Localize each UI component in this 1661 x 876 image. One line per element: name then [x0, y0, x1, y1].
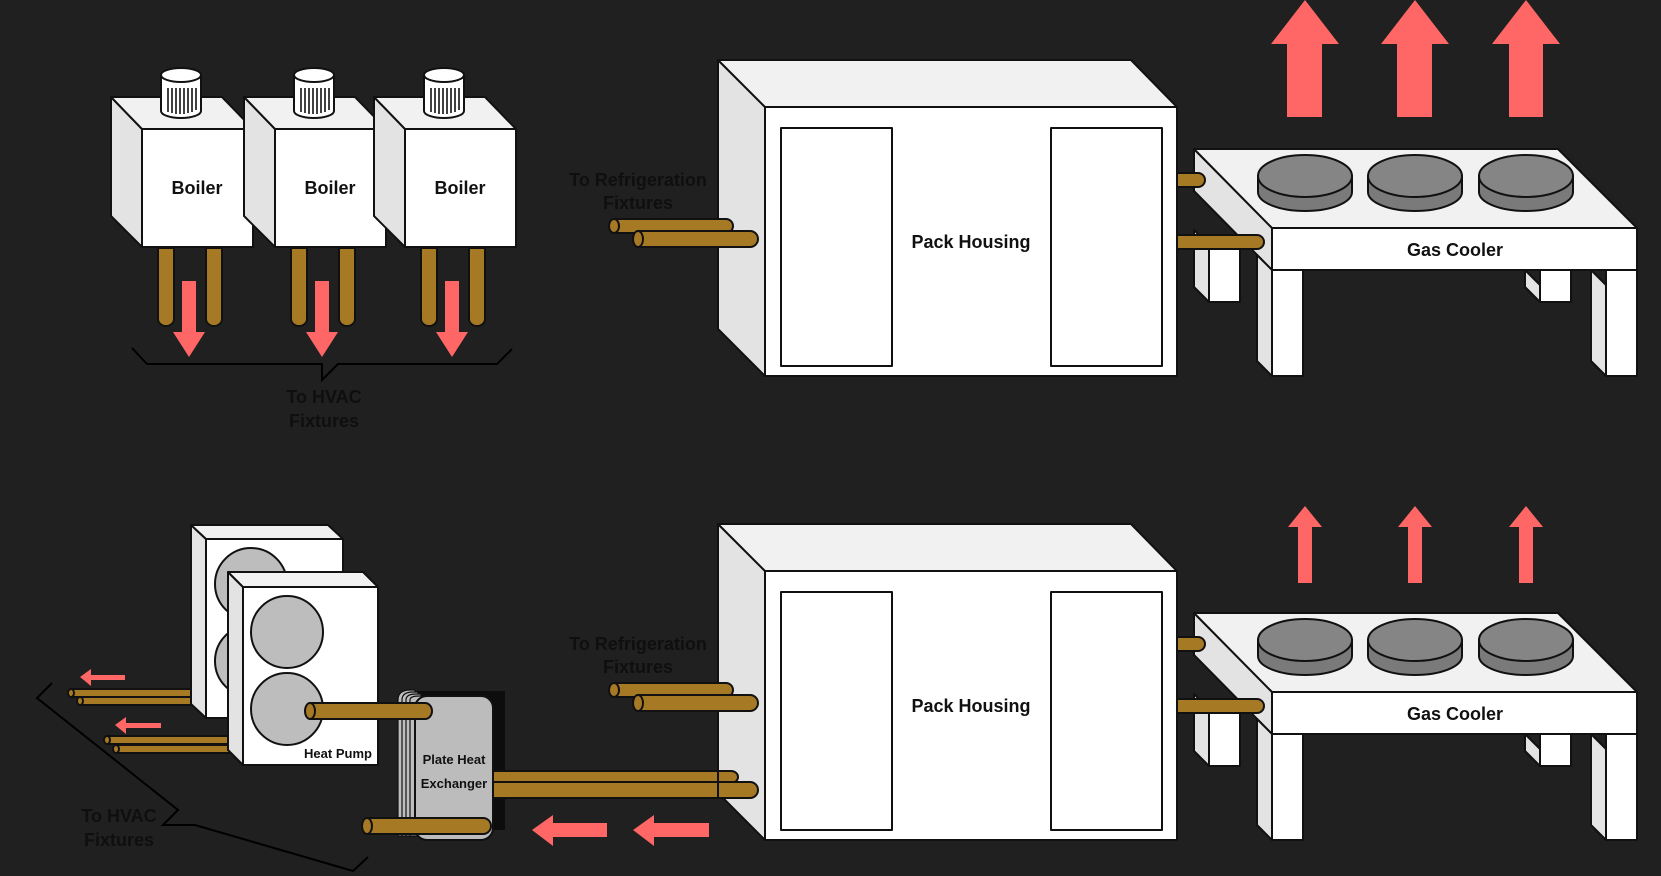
fan-icon — [250, 595, 324, 669]
pack-panel-left — [780, 591, 893, 831]
hvac-brace — [35, 682, 369, 873]
arrow-down-icon — [306, 281, 338, 357]
pack-panel-right — [1050, 127, 1163, 367]
gas-cooler-label: Gas Cooler — [1407, 240, 1503, 260]
arrow-up-icon — [1271, 0, 1339, 117]
plate-heat-exchanger: Plate Heat Exchanger — [397, 689, 505, 841]
boiler-pipe — [205, 247, 223, 327]
pack-housing-bottom: Pack Housing — [717, 523, 1178, 841]
heat-pump-label: Heat Pump — [304, 746, 372, 761]
boiler-label: Boiler — [304, 178, 355, 198]
hvac-label: Fixtures — [84, 830, 154, 850]
arrow-down-icon — [173, 281, 205, 357]
arrow-left-icon — [633, 815, 709, 846]
fan-icon — [1257, 618, 1353, 676]
arrow-up-icon — [1492, 0, 1560, 117]
heat-pump-phe-pipes — [304, 702, 492, 835]
top-system: Boiler — [110, 0, 1638, 431]
boiler-pipe — [468, 247, 486, 327]
pack-housing-label: Pack Housing — [911, 232, 1030, 252]
boiler-label: Boiler — [434, 178, 485, 198]
phe-label: Plate Heat — [423, 752, 487, 767]
boiler-pipe — [420, 247, 438, 327]
boiler-group: Boiler — [110, 67, 517, 357]
arrow-up-icon — [1381, 0, 1449, 117]
pack-housing-label: Pack Housing — [911, 696, 1030, 716]
chimney-icon — [160, 67, 202, 119]
chimney-icon — [293, 67, 335, 119]
boiler-1: Boiler — [110, 67, 254, 357]
boiler-3: Boiler — [373, 67, 517, 357]
boiler-pipe — [338, 247, 356, 327]
boiler-label: Boiler — [171, 178, 222, 198]
boiler-2: Boiler — [243, 67, 387, 357]
pack-housing-top: Pack Housing — [717, 59, 1178, 377]
fan-icon — [1478, 154, 1574, 212]
refrigeration-pipes-bottom — [608, 682, 759, 712]
arrow-up-icon — [1509, 506, 1543, 583]
boiler-pipe — [157, 247, 175, 327]
gas-cooler-label: Gas Cooler — [1407, 704, 1503, 724]
cooler-pipes-top — [1176, 172, 1265, 250]
heat-pump-front: Heat Pump — [227, 571, 379, 766]
chimney-icon — [423, 67, 465, 119]
fan-icon — [1367, 154, 1463, 212]
refrigeration-pipes-top — [608, 218, 759, 248]
hvac-brace — [131, 347, 513, 383]
arrow-left-icon — [80, 669, 125, 686]
refrigeration-label: Fixtures — [603, 657, 673, 677]
cooler-pipes-bottom — [1176, 636, 1265, 714]
arrow-left-icon — [115, 717, 161, 734]
refrigeration-label: Fixtures — [603, 193, 673, 213]
phe-pack-pipe-ends — [717, 770, 759, 799]
pack-panel-right — [1050, 591, 1163, 831]
hvac-label: Fixtures — [289, 411, 359, 431]
bottom-system: To HVAC Fixtures Heat Pump — [35, 506, 1638, 873]
phe-label: Exchanger — [421, 776, 487, 791]
boiler-pipe — [290, 247, 308, 327]
arrow-left-icon — [532, 815, 607, 846]
gas-cooler-bottom: Gas Cooler — [1193, 612, 1638, 841]
refrigeration-label: To Refrigeration — [569, 170, 707, 190]
pack-panel-left — [780, 127, 893, 367]
fan-icon — [1257, 154, 1353, 212]
hvac-label: To HVAC — [81, 806, 156, 826]
fan-icon — [1478, 618, 1574, 676]
arrow-down-icon — [436, 281, 468, 357]
hvac-label: To HVAC — [286, 387, 361, 407]
arrow-up-icon — [1398, 506, 1432, 583]
gas-cooler-top: Gas Cooler — [1193, 148, 1638, 377]
fan-icon — [1367, 618, 1463, 676]
refrigeration-label: To Refrigeration — [569, 634, 707, 654]
arrow-up-icon — [1288, 506, 1322, 583]
